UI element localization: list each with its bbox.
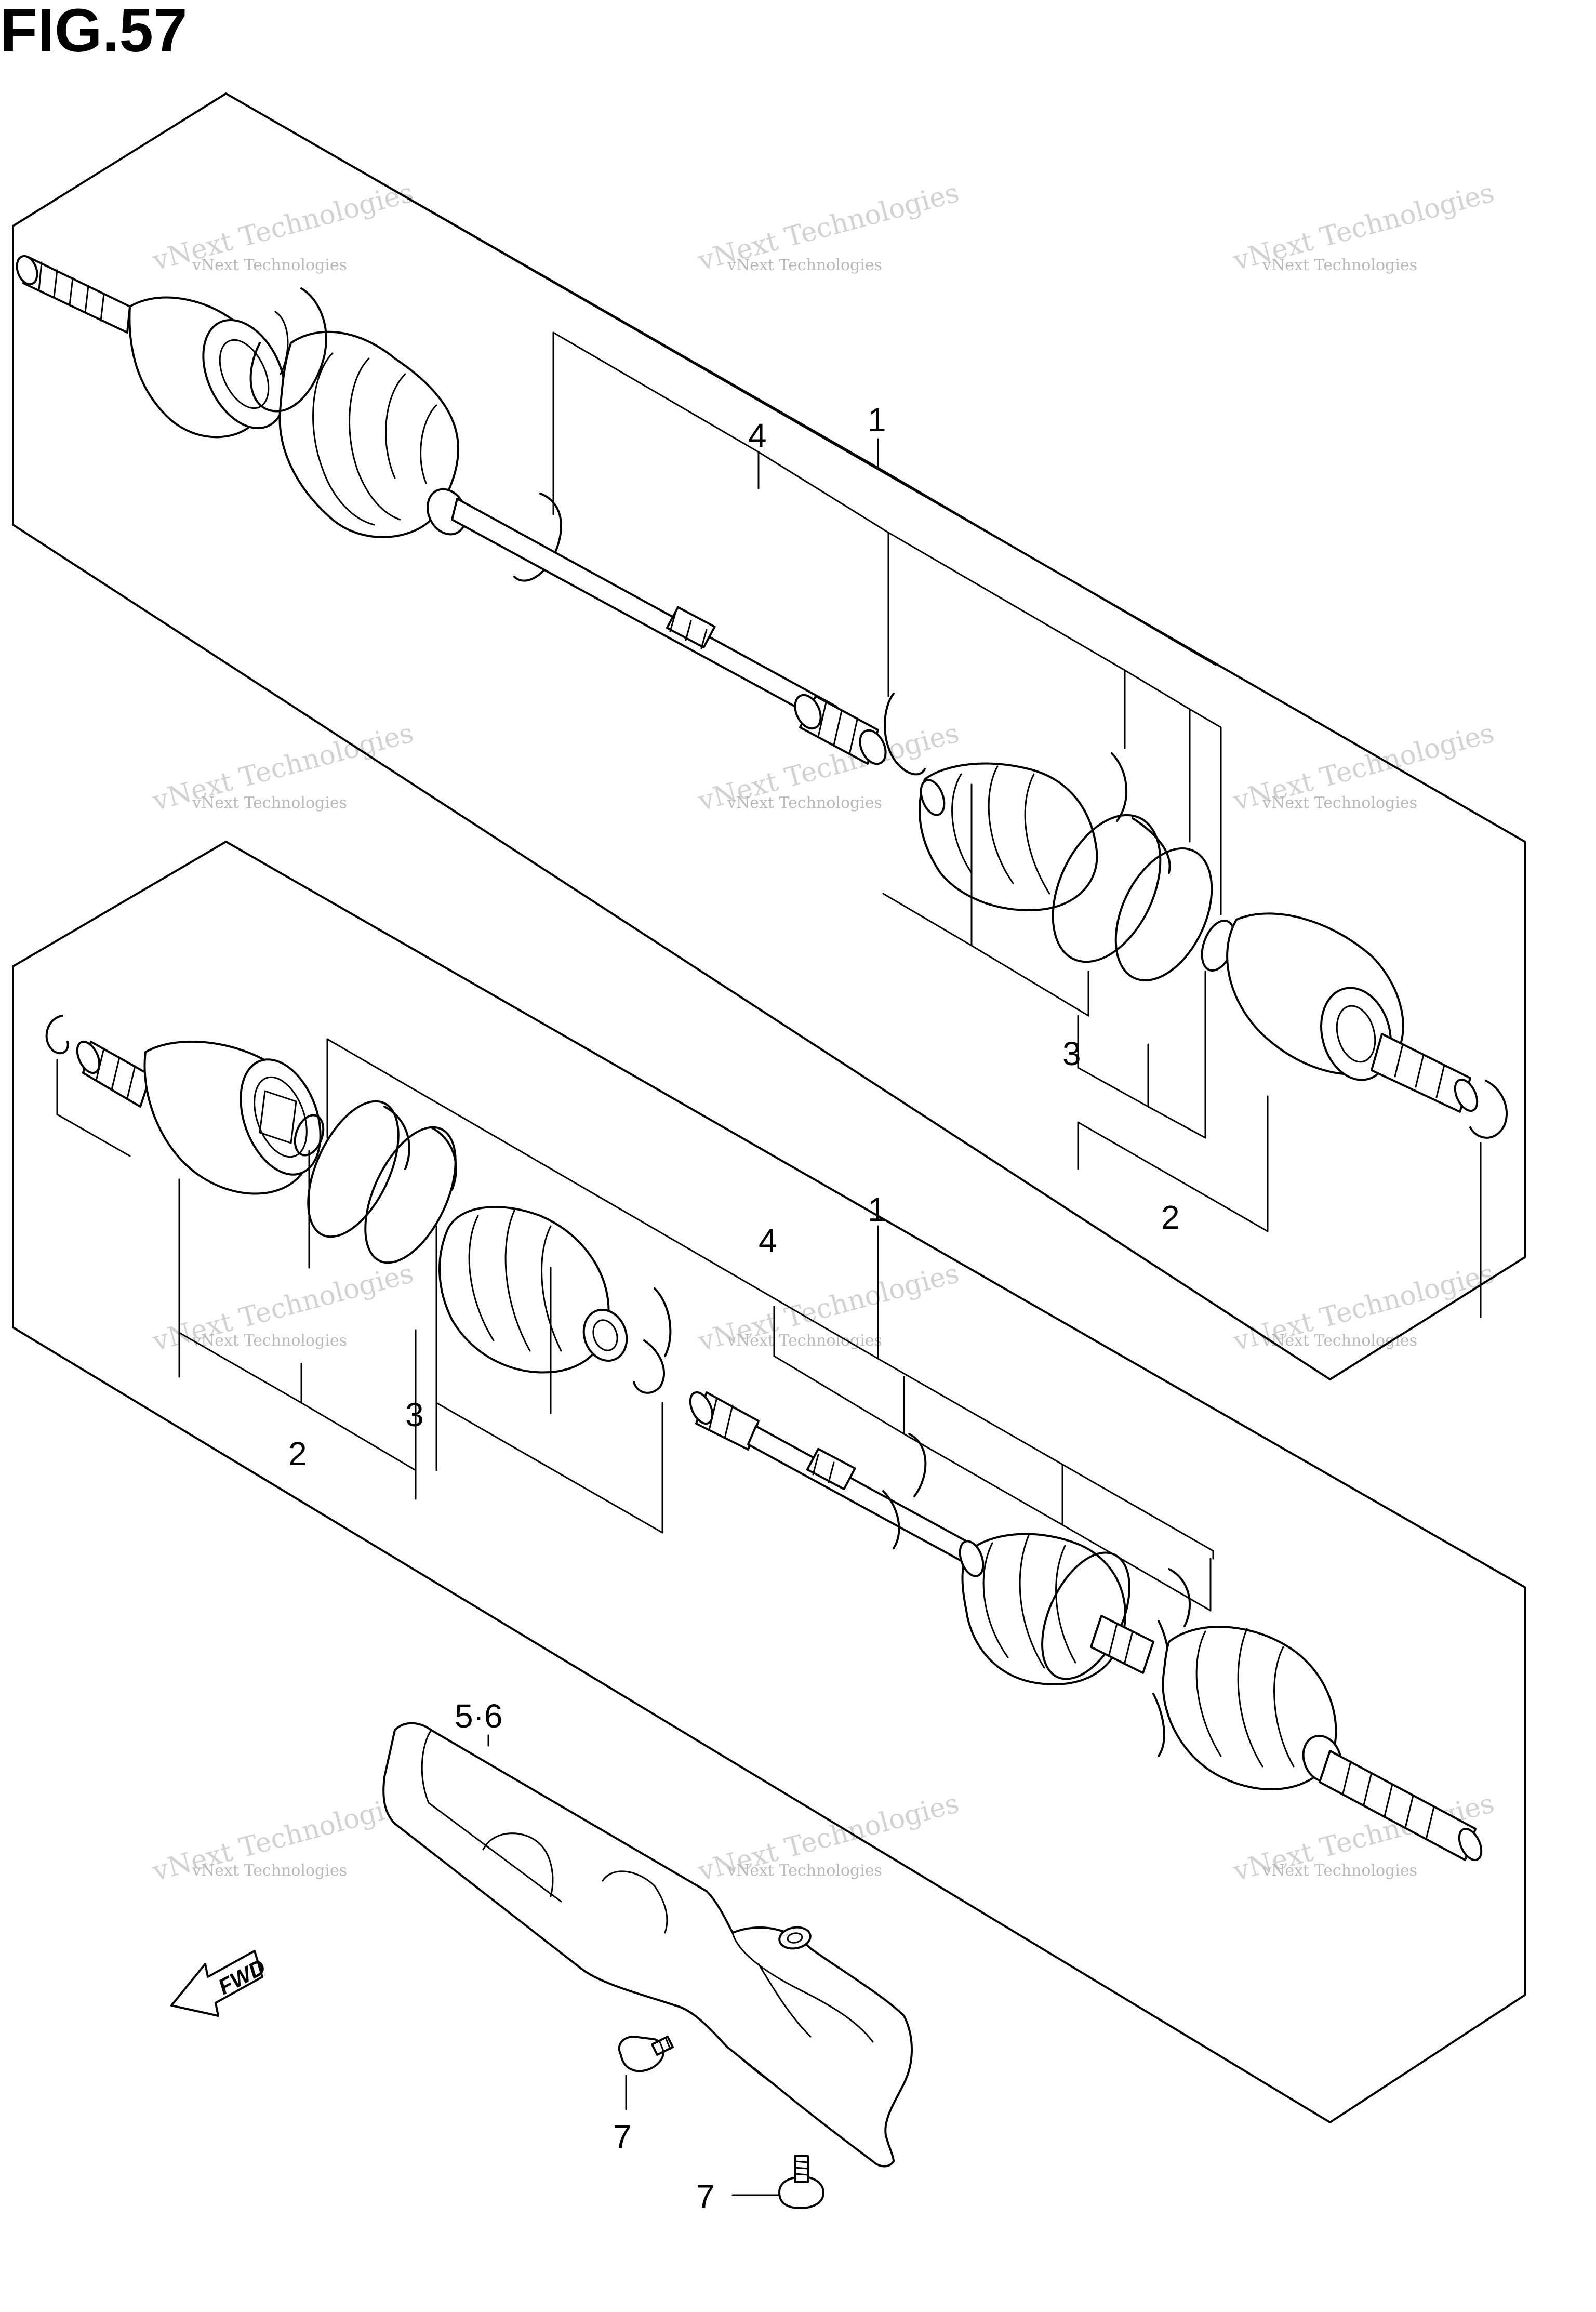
lower-leaders <box>56 1038 1214 1612</box>
lower-band-clip-6 <box>882 1490 900 1549</box>
watermark: vNext Technologies <box>1262 1862 1417 1880</box>
upper-large-band-2 <box>1114 847 1213 981</box>
figure-title: FIG.57 <box>0 0 188 65</box>
upper-band-clip-1 <box>513 493 562 582</box>
watermark: vNext Technologies <box>192 1862 347 1880</box>
watermark: vNext Technologies <box>1262 794 1417 812</box>
lower-outer-boot <box>959 1533 1126 1685</box>
upper-band-clip-3 <box>1132 817 1171 874</box>
lower-end-clip <box>45 1015 69 1055</box>
upper-inner-joint <box>1226 912 1479 1113</box>
callout-bolt-b: 7 <box>696 2178 715 2215</box>
bolt-a-icon <box>618 2036 674 2072</box>
upper-inner-boot <box>919 762 1098 911</box>
watermark: vNext Technologies <box>727 256 882 274</box>
lower-drive-shaft <box>45 1015 1483 1861</box>
callout-lower-assembly: 1 <box>868 1191 886 1228</box>
callout-lower-boot-kit: 3 <box>405 1396 424 1433</box>
upper-circlip <box>884 693 926 776</box>
watermark: vNext Technologies <box>192 794 347 812</box>
upper-band-clip-2 <box>1111 752 1128 822</box>
lower-band-clip-7 <box>1168 1568 1191 1627</box>
lower-band-clip-1 <box>383 1106 410 1170</box>
watermark: vNext Technologies <box>1262 256 1417 274</box>
callout-upper-boot-kit: 3 <box>1062 1035 1081 1072</box>
lower-inner-joint <box>143 1040 322 1195</box>
upper-large-band-1 <box>1052 814 1162 963</box>
lower-snap-ring <box>294 1114 325 1157</box>
lower-band-clip-4 <box>633 1339 666 1394</box>
lower-large-band-2 <box>364 1126 457 1264</box>
upper-shaft-bar <box>451 498 837 726</box>
callout-lower-shaft: 4 <box>759 1222 777 1259</box>
callout-cover: 5·6 <box>455 1697 503 1735</box>
callout-lower-band: 2 <box>288 1435 307 1472</box>
lower-inner-stub <box>76 1041 152 1108</box>
upper-end-clip <box>1469 1080 1508 1139</box>
upper-outer-joint <box>128 296 289 439</box>
lower-band-clip-9 <box>1152 1693 1165 1757</box>
lower-band-clip-2 <box>430 1126 457 1191</box>
upper-outer-boot <box>278 330 467 538</box>
shaft-cover <box>382 1722 913 2168</box>
upper-band-outer-1 <box>249 287 327 413</box>
lower-band-clip-3 <box>654 1287 672 1357</box>
upper-inner-stub <box>794 694 887 765</box>
lower-band-clip-5 <box>908 1433 927 1497</box>
callout-upper-band: 2 <box>1161 1199 1180 1236</box>
lower-shaft-spline <box>689 1391 760 1451</box>
lower-assembly-frame <box>12 841 1526 2123</box>
watermark: vNext Technologies <box>727 794 882 812</box>
watermark: vNext Technologies <box>1262 1332 1417 1350</box>
callout-bolt-a: 7 <box>613 2118 632 2156</box>
watermark: vNext Technologies <box>727 1862 882 1880</box>
callout-labels: 1 4 3 2 1 4 2 3 5·6 7 7 <box>288 401 1180 2215</box>
upper-drive-shaft <box>16 255 1508 1139</box>
lower-outer-stub <box>1319 1750 1483 1861</box>
upper-leaders <box>225 92 1482 1318</box>
bolt-b-icon <box>778 2155 824 2209</box>
lower-large-band-1 <box>307 1100 400 1238</box>
watermark: vNext Technologies <box>192 256 347 274</box>
callout-upper-assembly: 1 <box>868 401 886 439</box>
watermark: vNext Technologies <box>192 1332 347 1350</box>
lower-inner-boot <box>438 1206 628 1374</box>
lower-outer-spline <box>1090 1615 1154 1674</box>
callout-upper-shaft: 4 <box>748 417 767 454</box>
upper-outer-stub <box>16 255 131 334</box>
fwd-arrow-icon: FWD <box>170 1950 270 2017</box>
lower-outer-joint-boot <box>1162 1626 1342 1790</box>
